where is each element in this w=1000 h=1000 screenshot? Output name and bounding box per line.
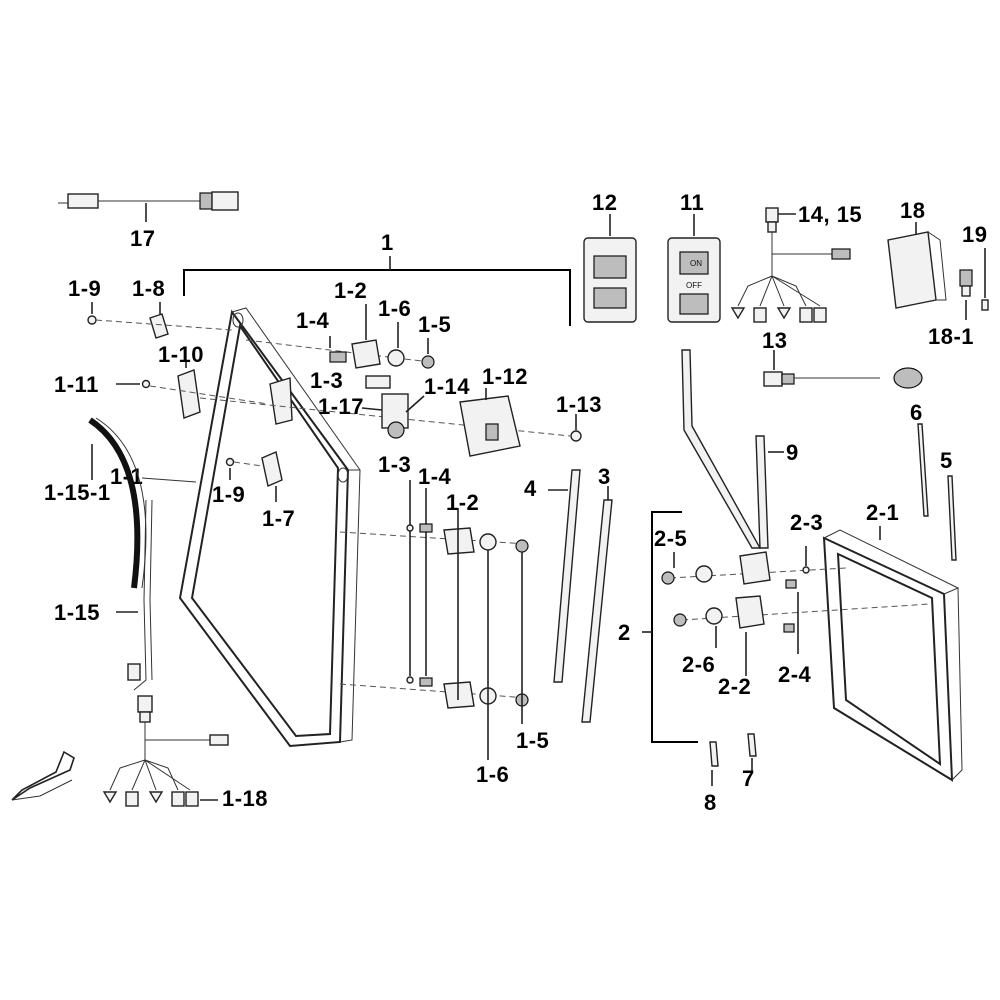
label-9: 9 <box>786 440 799 465</box>
label-1-3b: 1-3 <box>378 452 411 477</box>
part-11-switch: ON OFF <box>667 214 721 323</box>
label-7: 7 <box>742 766 755 791</box>
label-3: 3 <box>598 464 611 489</box>
label-1-7: 1-7 <box>262 506 295 531</box>
label-17: 17 <box>130 226 155 251</box>
label-1-5b: 1-5 <box>516 728 549 753</box>
group-bracket-1 <box>183 269 571 326</box>
part-2-1-frame <box>822 526 963 782</box>
label-5: 5 <box>940 448 953 473</box>
part-6-rod <box>917 423 929 517</box>
label-12: 12 <box>592 190 617 215</box>
part-5-rod <box>947 475 957 561</box>
label-1-17: 1-17 <box>318 394 364 419</box>
label-14-15: 14, 15 <box>798 202 862 227</box>
label-13: 13 <box>762 328 787 353</box>
part-1-9-screw <box>87 302 233 331</box>
label-4: 4 <box>524 476 537 501</box>
label-1-18: 1-18 <box>222 786 268 811</box>
hinge-assembly-2 <box>661 546 931 676</box>
frame-bracket-upper <box>269 377 293 425</box>
label-18: 18 <box>900 198 925 223</box>
part-7-clip <box>747 733 757 772</box>
label-1-6b: 1-6 <box>476 762 509 787</box>
label-2-2: 2-2 <box>718 674 751 699</box>
label-2: 2 <box>618 620 631 645</box>
part-14-15-wire-harness <box>730 207 851 323</box>
part-18-1-connector <box>959 269 973 320</box>
label-1-12: 1-12 <box>482 364 528 389</box>
label-1: 1 <box>381 230 394 255</box>
label-1-14: 1-14 <box>424 374 470 399</box>
label-1-2a: 1-2 <box>334 278 367 303</box>
part-13-cable <box>763 350 923 389</box>
group-bracket-2 <box>651 511 698 743</box>
part-4-seal-strip <box>548 469 581 683</box>
label-11: 11 <box>680 190 704 215</box>
upper-hinge-assembly <box>245 304 435 389</box>
label-1-9b: 1-9 <box>212 482 245 507</box>
label-1-4a: 1-4 <box>296 308 330 333</box>
part-1-9-screw-lower <box>225 457 263 480</box>
part-17-wire-harness <box>58 191 239 222</box>
label-19: 19 <box>962 222 987 247</box>
part-1-10-bracket <box>177 360 201 419</box>
label-1-9a: 1-9 <box>68 276 101 301</box>
label-1-6a: 1-6 <box>378 296 411 321</box>
lower-hinge-assembly <box>339 480 529 760</box>
part-1-11-screw <box>116 379 269 405</box>
label-6: 6 <box>910 400 923 425</box>
label-1-11: 1-11 <box>54 372 99 397</box>
part-3-seal-strip <box>581 486 613 723</box>
label-1-4b: 1-4 <box>418 464 452 489</box>
switch-11-off-text: OFF <box>686 281 702 290</box>
label-2-5: 2-5 <box>654 526 687 551</box>
label-1-15: 1-15 <box>54 600 100 625</box>
label-1-13: 1-13 <box>556 392 602 417</box>
part-12-switch <box>583 214 637 323</box>
part-8-clip <box>709 741 719 786</box>
label-2-3: 2-3 <box>790 510 823 535</box>
part-1-18-wire-harness <box>102 695 229 807</box>
label-1-3a: 1-3 <box>310 368 343 393</box>
part-9-trim <box>681 349 784 549</box>
part-19-fuse <box>981 248 989 311</box>
label-2-6: 2-6 <box>682 652 715 677</box>
part-1-15-wiper-arm <box>116 499 153 691</box>
part-18-control-module <box>887 222 947 309</box>
label-1-15-1: 1-15-1 <box>44 480 111 505</box>
label-2-1: 2-1 <box>866 500 899 525</box>
label-2-4: 2-4 <box>778 662 812 687</box>
part-1-1-main-frame <box>178 307 361 748</box>
front-direction-arrow-icon <box>11 750 75 801</box>
part-1-7-hinge-plate <box>261 451 283 502</box>
label-1-2b: 1-2 <box>446 490 479 515</box>
part-1-8-hinge-plate <box>149 302 169 339</box>
label-1-8: 1-8 <box>132 276 165 301</box>
label-8: 8 <box>704 790 717 815</box>
label-1-5a: 1-5 <box>418 312 451 337</box>
latch-assembly <box>199 388 582 457</box>
label-18-1: 18-1 <box>928 324 974 349</box>
label-1-10: 1-10 <box>158 342 204 367</box>
switch-11-on-text: ON <box>690 259 702 268</box>
